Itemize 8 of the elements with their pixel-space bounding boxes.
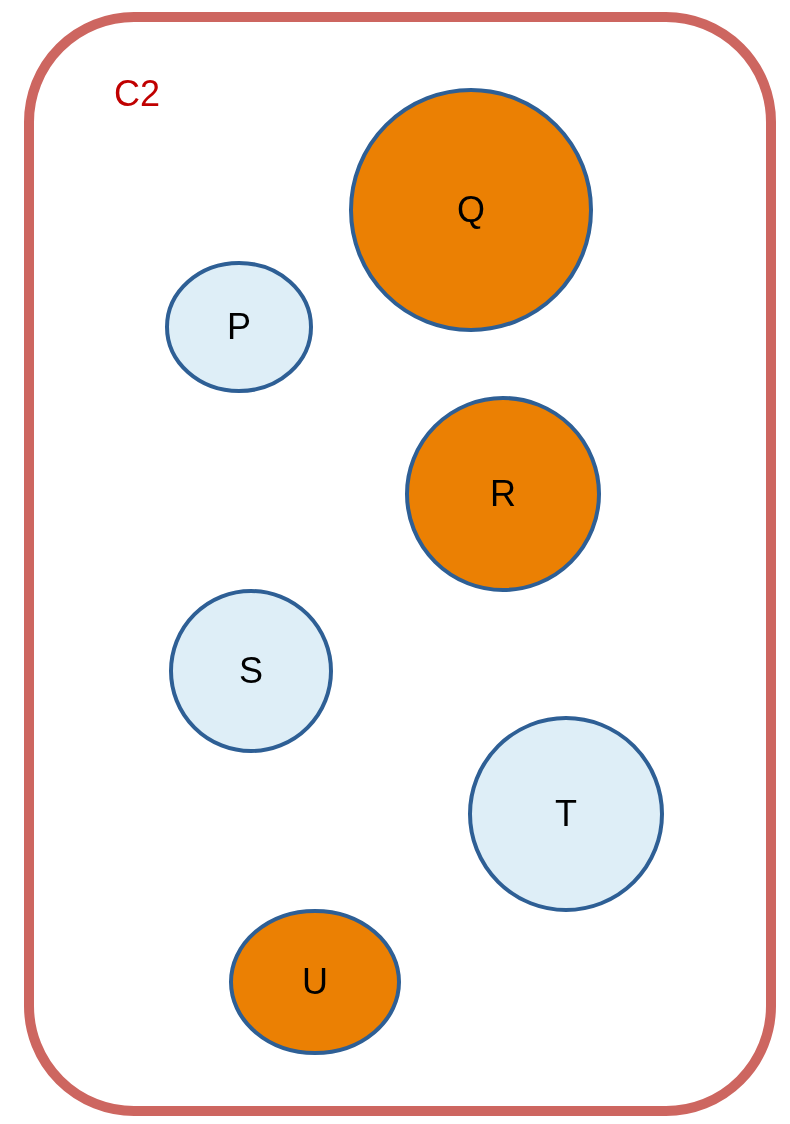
circle-node: S [169,589,333,753]
circle-node: Q [349,88,593,332]
circle-node: T [468,716,664,912]
circle-node: P [165,261,313,393]
container-title: C2 [114,76,161,112]
rounded-frame [24,12,776,1116]
circle-node: U [229,909,401,1055]
circle-node: R [405,396,601,592]
